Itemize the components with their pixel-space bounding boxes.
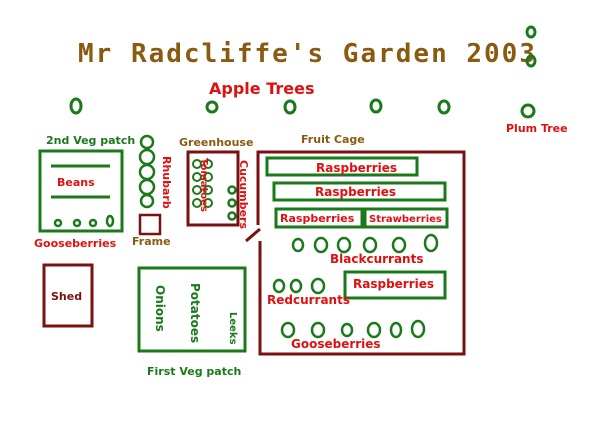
rhubarb-plant xyxy=(138,178,156,196)
blackcurrant-bush xyxy=(423,233,439,253)
rhubarb-plants xyxy=(138,134,156,209)
apple-tree xyxy=(437,99,451,115)
second-veg-patch xyxy=(38,149,124,233)
gooseberry-bushes-left xyxy=(53,214,115,228)
onions-label: Onions xyxy=(153,285,167,332)
tomato-plant xyxy=(203,172,213,182)
gooseberry-bush xyxy=(310,321,326,339)
beans-label: Beans xyxy=(57,176,95,189)
fruit-cage xyxy=(256,150,466,356)
tomatoes-label: Tomatoes xyxy=(198,158,209,212)
blackcurrants-label: Blackcurrants xyxy=(330,252,423,266)
cucumber-plant xyxy=(227,211,237,221)
cucumber-plants xyxy=(227,185,237,221)
redcurrant-bush xyxy=(310,277,326,295)
plum-tree-label: Plum Tree xyxy=(506,122,568,135)
tomato-plant xyxy=(203,185,213,195)
greenhouse xyxy=(186,150,240,227)
raspberries-label-2: Raspberries xyxy=(315,185,396,199)
tomato-plant xyxy=(192,198,202,208)
rhubarb-plant xyxy=(138,163,156,181)
first-veg-patch-label: First Veg patch xyxy=(147,365,241,378)
leeks-label: Leeks xyxy=(227,312,238,345)
raspberries-bed-3 xyxy=(274,207,364,229)
tree xyxy=(525,54,537,68)
plum-tree xyxy=(520,103,536,119)
shed xyxy=(42,263,94,328)
second-veg-patch-label: 2nd Veg patch xyxy=(46,134,135,147)
gooseberry-bush xyxy=(53,218,63,228)
gooseberry-bush xyxy=(410,319,426,339)
gooseberry-bush xyxy=(366,321,382,339)
gooseberry-bushes-cage xyxy=(280,319,426,339)
first-veg-patch xyxy=(137,266,247,353)
raspberries-label-1: Raspberries xyxy=(316,161,397,175)
blackcurrant-bush xyxy=(362,236,378,254)
greenhouse-label: Greenhouse xyxy=(179,136,253,149)
gooseberry-bush xyxy=(88,218,98,228)
raspberries-bed-1 xyxy=(265,156,419,177)
redcurrant-bush xyxy=(289,278,303,294)
frame-label: Frame xyxy=(132,235,171,248)
apple-tree xyxy=(205,100,219,114)
blackcurrant-bushes xyxy=(291,233,439,254)
blackcurrant-bush xyxy=(336,236,352,254)
gooseberry-bush xyxy=(389,321,403,339)
rhubarb-label: Rhubarb xyxy=(160,156,173,209)
rhubarb-plant xyxy=(139,193,155,209)
blackcurrant-bush xyxy=(313,236,329,254)
apple-tree-row xyxy=(69,25,537,119)
gooseberry-bush xyxy=(72,218,82,228)
rhubarb-plant xyxy=(138,148,156,166)
cucumber-plant xyxy=(227,185,237,195)
shed-label: Shed xyxy=(51,290,82,303)
cucumbers-label: Cucumbers xyxy=(237,160,250,229)
redcurrant-bush xyxy=(272,278,286,294)
raspberries-label-4: Raspberries xyxy=(353,277,434,291)
apple-tree xyxy=(369,98,383,114)
tomato-plant xyxy=(192,172,202,182)
raspberries-bed-2 xyxy=(272,181,447,202)
tree xyxy=(525,25,537,39)
raspberries-bed-4 xyxy=(343,270,447,300)
strawberries-label: Strawberries xyxy=(369,214,442,225)
redcurrant-bushes xyxy=(272,277,326,295)
gooseberry-bush xyxy=(105,214,115,228)
tomato-plants xyxy=(192,159,213,208)
gooseberries-left-label: Gooseberries xyxy=(34,237,117,250)
apple-tree xyxy=(69,97,83,115)
raspberries-label-3: Raspberries xyxy=(280,212,355,225)
tomato-plant xyxy=(203,159,213,169)
blackcurrant-bush xyxy=(391,236,407,254)
frame xyxy=(138,213,162,236)
apple-trees-label: Apple Trees xyxy=(209,79,314,98)
fruit-cage-door xyxy=(245,227,261,243)
tomato-plant xyxy=(192,185,202,195)
redcurrants-label: Redcurrants xyxy=(267,293,350,307)
garden-title: Mr Radcliffe's Garden 2003 xyxy=(78,39,537,69)
gooseberry-bush xyxy=(280,321,296,339)
gooseberries-cage-label: Gooseberries xyxy=(291,337,381,351)
fruit-cage-label: Fruit Cage xyxy=(301,133,365,146)
potatoes-label: Potatoes xyxy=(188,283,202,343)
gooseberry-bush xyxy=(340,322,354,338)
apple-tree xyxy=(283,99,297,115)
strawberries-bed xyxy=(363,207,449,229)
cucumber-plant xyxy=(227,198,237,208)
tomato-plant xyxy=(203,198,213,208)
rhubarb-plant xyxy=(139,134,155,150)
blackcurrant-bush xyxy=(291,237,305,253)
tomato-plant xyxy=(192,159,202,169)
